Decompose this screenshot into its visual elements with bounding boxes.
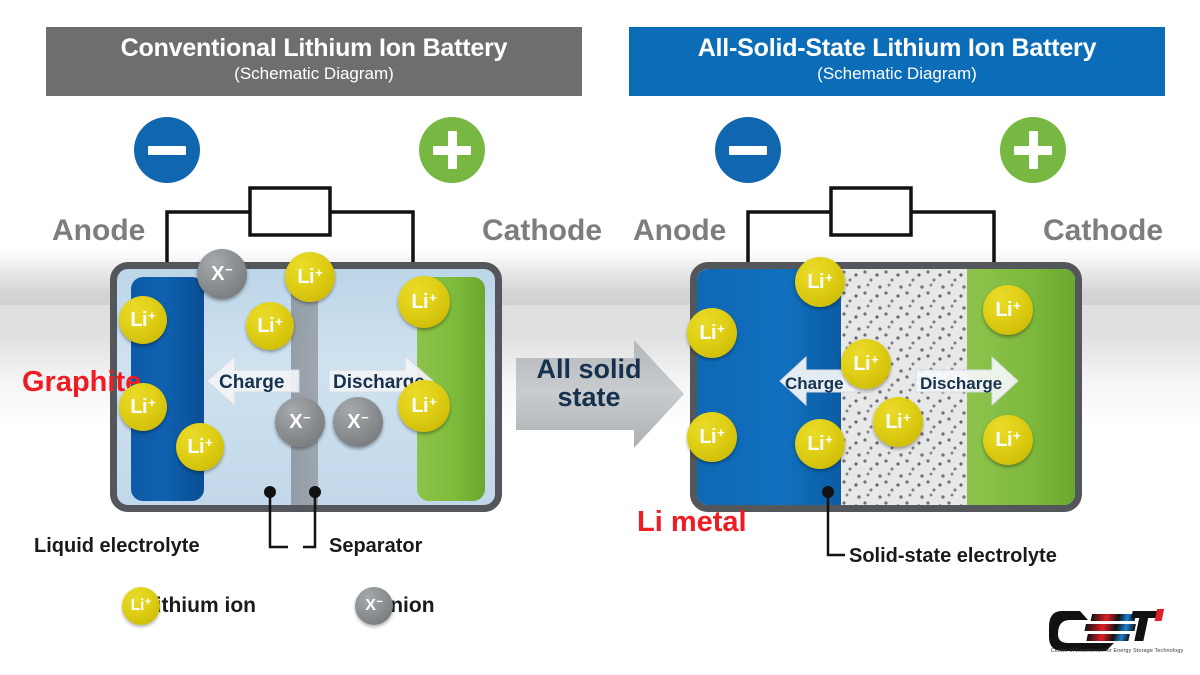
lithium-ion-icon: Li+ [398,276,450,328]
lithium-ion-icon: Li+ [687,412,737,462]
ion-symbol: Li [297,266,315,288]
legend-item-lithium-ion: Li+ : Lithium ion [122,587,256,625]
separator-callout: Separator [329,535,423,557]
ion-symbol: Li [187,436,205,458]
ion-symbol: Li [411,291,429,313]
ion-charge: + [315,264,323,280]
legend-anion-charge: − [376,595,383,608]
ion-symbol: Li [130,309,148,331]
right-cathode-label: Cathode [1043,214,1163,247]
ion-symbol: Li [995,429,1013,451]
ion-charge: + [825,269,833,285]
legend-anion-symbol: X [365,597,376,614]
lithium-ion-icon: Li+ [176,423,224,471]
anion-icon: X− [333,397,383,447]
left-negative-terminal-icon [134,117,200,183]
left-cathode-label: Cathode [482,214,602,247]
ion-charge: + [429,289,437,305]
legend-li-symbol: Li [130,597,145,614]
cest-logo [1049,609,1165,651]
ion-symbol: Li [699,322,717,344]
left-discharge-label: Discharge [333,372,425,393]
lithium-ion-icon: Li+ [285,252,335,302]
legend-lithium-ion-text: : Lithium ion [130,594,256,617]
lithium-ion-icon: Li+ [983,415,1033,465]
lithium-ion-icon: Li+ [687,308,737,358]
ion-charge: − [303,409,311,425]
li-metal-label: Li metal [637,506,747,538]
lithium-ion-icon: Li+ [119,383,167,431]
ion-symbol: Li [257,315,275,337]
lithium-ion-icon: Li+ [795,257,845,307]
solid-state-electrolyte-callout: Solid-state electrolyte [849,545,1057,567]
anion-icon: X− [197,249,247,299]
lithium-ion-icon: Li+ [873,397,923,447]
ion-charge: + [1013,427,1021,443]
cest-logo-subtitle: Centre of Excellence for Energy Storage … [1050,648,1184,654]
right-negative-terminal-icon [715,117,781,183]
ion-charge: + [205,434,213,450]
ion-symbol: Li [130,396,148,418]
ion-symbol: Li [995,299,1013,321]
left-panel-subtitle: (Schematic Diagram) [234,64,394,83]
lithium-ion-icon: Li+ [398,380,450,432]
left-charge-label: Charge [219,372,285,393]
ion-charge: + [717,424,725,440]
graphite-label: Graphite [22,366,142,398]
ion-charge: + [903,409,911,425]
ion-symbol: Li [807,271,825,293]
ion-charge: + [825,431,833,447]
anion-icon: X− [275,397,325,447]
ion-charge: + [871,351,879,367]
right-panel-title-bar: All-Solid-State Lithium Ion Battery (Sch… [629,27,1165,96]
ion-symbol: Li [699,426,717,448]
right-positive-terminal-icon [1000,117,1066,183]
ion-charge: + [148,394,156,410]
legend-li-charge: + [144,595,152,608]
ion-symbol: X [211,263,225,285]
left-panel-title-bar: Conventional Lithium Ion Battery (Schema… [46,27,582,96]
right-panel-title: All-Solid-State Lithium Ion Battery [697,34,1097,62]
ion-charge: + [275,313,283,329]
ion-charge: + [429,393,437,409]
legend-anion-icon: X− [355,587,393,625]
lithium-ion-icon: Li+ [983,285,1033,335]
left-positive-terminal-icon [419,117,485,183]
lithium-ion-icon: Li+ [246,302,294,350]
ion-symbol: Li [411,395,429,417]
right-discharge-arrow-icon [915,355,1019,407]
ion-charge: − [225,261,233,277]
all-solid-state-arrow-icon [516,340,684,448]
left-charge-arrow-icon [206,354,300,408]
all-solid-state-arrow-label: All solid state [536,354,642,412]
lithium-ion-icon: Li+ [795,419,845,469]
legend-item-anion: X− : Anion [355,587,435,625]
left-anode-label: Anode [52,214,146,247]
ion-symbol: Li [853,353,871,375]
right-panel-subtitle: (Schematic Diagram) [817,64,977,83]
legend-lithium-ion-icon: Li+ [122,587,160,625]
right-discharge-label: Discharge [920,374,1003,393]
right-anode-label: Anode [633,214,727,247]
right-external-circuit [746,186,996,275]
right-charge-label: Charge [785,374,844,393]
left-panel-title: Conventional Lithium Ion Battery [120,34,508,62]
ion-symbol: X [289,411,303,433]
lithium-ion-icon: Li+ [841,339,891,389]
ion-charge: + [148,307,156,323]
ion-charge: + [1013,297,1021,313]
ion-charge: + [717,320,725,336]
liquid-electrolyte-callout: Liquid electrolyte [34,535,200,557]
ion-symbol: X [347,411,361,433]
ion-symbol: Li [885,411,903,433]
ion-charge: − [361,409,369,425]
lithium-ion-icon: Li+ [119,296,167,344]
ion-symbol: Li [807,433,825,455]
